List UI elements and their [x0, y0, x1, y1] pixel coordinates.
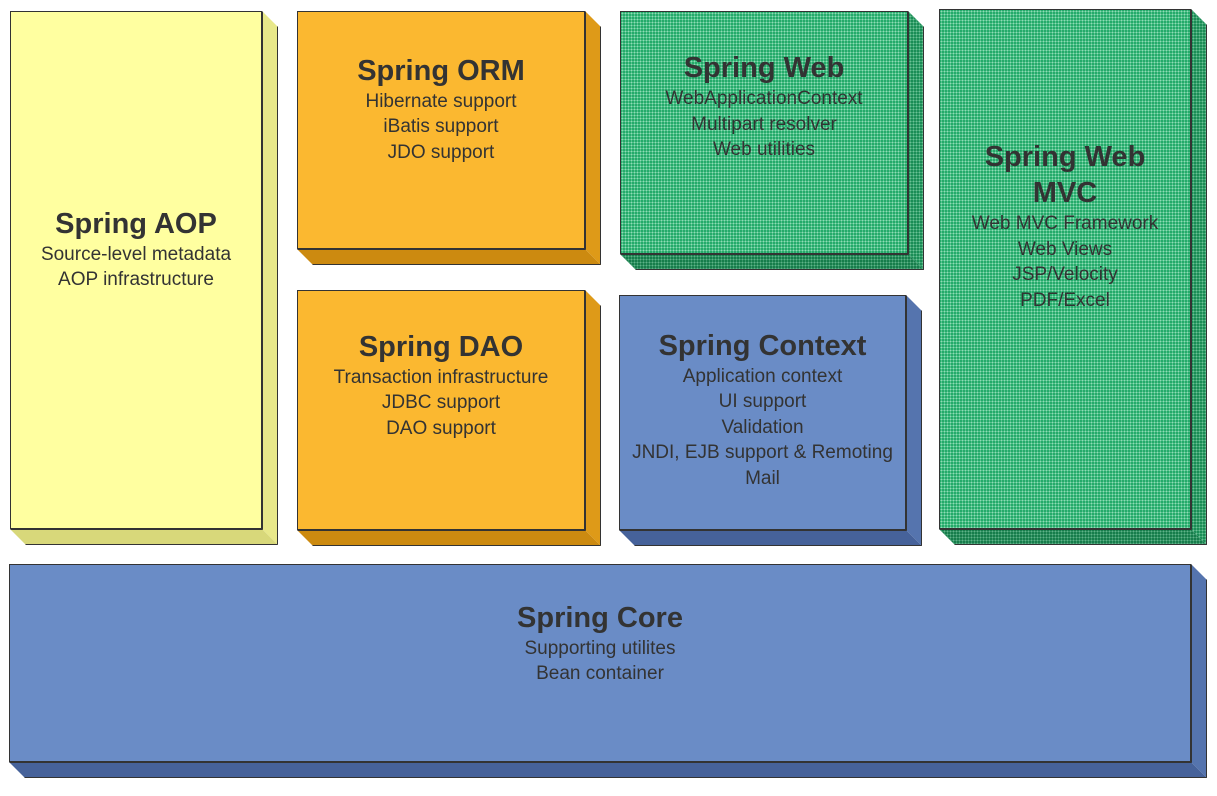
module-feature: Validation: [721, 416, 804, 438]
module-spring-aop-face: Spring AOP Source-level metadata AOP inf…: [10, 11, 262, 529]
module-title: Spring DAO: [358, 330, 524, 363]
module-feature: WebApplicationContext: [665, 88, 863, 110]
module-feature: Application context: [682, 365, 843, 387]
module-spring-web-mvc-face: Spring Web MVC Web MVC Framework Web Vie…: [939, 9, 1191, 529]
module-feature: UI support: [718, 391, 807, 413]
module-spring-core: Spring Core Supporting utilites Bean con…: [9, 564, 1207, 778]
module-feature: JDBC support: [381, 392, 501, 414]
module-feature: Mail: [745, 467, 780, 489]
module-spring-web: Spring Web WebApplicationContext Multipa…: [620, 11, 924, 270]
module-feature: AOP infrastructure: [58, 269, 214, 290]
module-bottom: [10, 529, 278, 545]
module-title: MVC: [1032, 177, 1098, 209]
module-feature: Web MVC Framework: [971, 213, 1159, 234]
module-feature: JNDI, EJB support & Remoting: [632, 442, 893, 464]
module-title: Spring Context: [658, 329, 867, 362]
module-spring-orm-face: Spring ORM Hibernate support iBatis supp…: [297, 11, 585, 249]
module-feature: JSP/Velocity: [1012, 264, 1118, 285]
module-spring-web-face: Spring Web WebApplicationContext Multipa…: [620, 11, 908, 254]
module-spring-aop: Spring AOP Source-level metadata AOP inf…: [10, 11, 278, 545]
module-side: [585, 11, 601, 265]
module-side: [262, 11, 278, 545]
module-bottom: [620, 254, 924, 270]
module-bottom: [297, 249, 601, 265]
module-bottom: [619, 530, 922, 546]
module-feature: Supporting utilites: [524, 637, 676, 659]
module-feature: Web Views: [1017, 238, 1113, 260]
module-side: [1191, 564, 1207, 778]
module-bottom: [939, 529, 1207, 545]
module-spring-dao: Spring DAO Transaction infrastructure JD…: [297, 290, 601, 546]
module-feature: Web utilities: [712, 139, 816, 161]
module-spring-dao-face: Spring DAO Transaction infrastructure JD…: [297, 290, 585, 530]
module-feature: iBatis support: [383, 116, 499, 138]
module-spring-context: Spring Context Application context UI su…: [619, 295, 922, 546]
module-bottom: [297, 530, 601, 546]
module-spring-web-mvc: Spring Web MVC Web MVC Framework Web Vie…: [939, 9, 1207, 545]
module-spring-orm: Spring ORM Hibernate support iBatis supp…: [297, 11, 601, 265]
module-feature: Transaction infrastructure: [333, 366, 549, 388]
module-side: [585, 290, 601, 546]
module-side: [906, 295, 922, 546]
module-feature: Bean container: [536, 663, 664, 684]
module-title: Spring Web: [683, 52, 845, 85]
module-feature: PDF/Excel: [1020, 289, 1110, 311]
module-title: Spring AOP: [55, 207, 217, 240]
module-bottom: [9, 762, 1207, 778]
module-feature: Hibernate support: [365, 90, 517, 112]
module-side: [1191, 9, 1207, 545]
module-feature: Multipart resolver: [691, 113, 837, 135]
module-feature: JDO support: [387, 141, 495, 163]
module-title: Spring Web: [984, 141, 1146, 173]
module-feature: Source-level metadata: [40, 243, 232, 265]
module-spring-core-face: Spring Core Supporting utilites Bean con…: [9, 564, 1191, 762]
module-spring-context-face: Spring Context Application context UI su…: [619, 295, 906, 530]
module-side: [908, 11, 924, 270]
module-feature: DAO support: [386, 417, 496, 439]
module-title: Spring ORM: [357, 54, 525, 87]
module-title: Spring Core: [517, 601, 683, 634]
